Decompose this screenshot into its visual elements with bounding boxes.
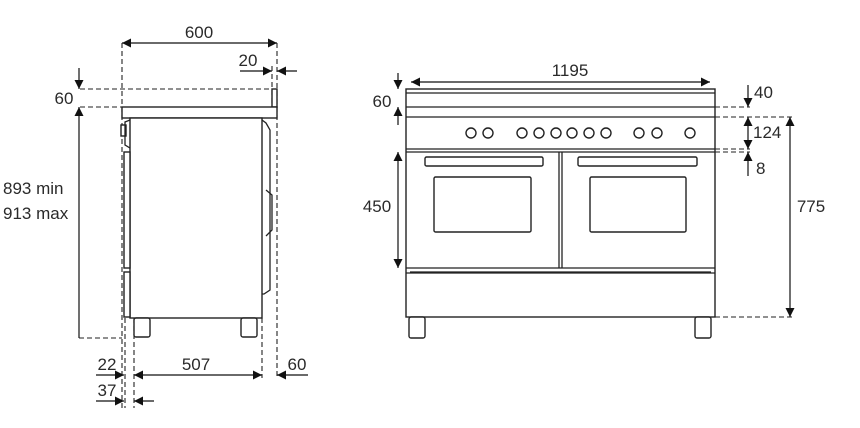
dim-label-height-min: 893 min [3,179,63,198]
oven-window-right [589,176,687,233]
dim-label-775: 775 [797,197,825,216]
dim-label-124: 124 [753,123,781,142]
dim-label-60-front: 60 [373,92,392,111]
foot-rear-side [240,317,258,338]
dim-label-22: 22 [98,355,117,374]
dim-label-8: 8 [756,159,765,178]
control-knob [651,127,663,139]
control-knobs [465,127,696,139]
oven-handle-right [577,156,698,167]
dim-label-507: 507 [182,355,210,374]
worktop-side [121,106,278,119]
back-bump-side [265,189,273,237]
oven-handle-left [424,156,544,167]
control-knob [533,127,545,139]
foot-front-side [133,317,151,338]
dim-label-60-rear: 60 [288,355,307,374]
control-knob [684,127,696,139]
foot-left-front [408,316,426,339]
control-knob [516,127,528,139]
knob-side [120,124,127,137]
control-panel-side [124,119,131,149]
control-knob [600,127,612,139]
dim-label-37: 37 [98,381,117,400]
back-panel-side [261,119,271,295]
control-knob [583,127,595,139]
control-knob [465,127,477,139]
oven-window-left [433,176,532,233]
backguard-side [271,88,278,108]
cooker-body-side [129,117,263,319]
drawer-side [123,271,131,318]
dim-label-600: 600 [185,23,213,42]
control-knob [633,127,645,139]
control-knob [482,127,494,139]
dim-label-20: 20 [239,51,258,70]
dim-label-450: 450 [363,197,391,216]
control-knob [566,127,578,139]
control-knob [550,127,562,139]
dim-label-40: 40 [754,83,773,102]
oven-door-side [123,151,131,269]
front-view: 1195 60 40 124 8 450 775 [363,61,825,339]
dim-label-60-side: 60 [55,89,74,108]
dim-label-1195: 1195 [552,61,589,80]
foot-right-front [694,316,712,339]
dim-label-height-max: 913 max [3,204,69,223]
side-view: 600 20 60 893 min 913 max 22 507 60 37 [3,23,308,408]
